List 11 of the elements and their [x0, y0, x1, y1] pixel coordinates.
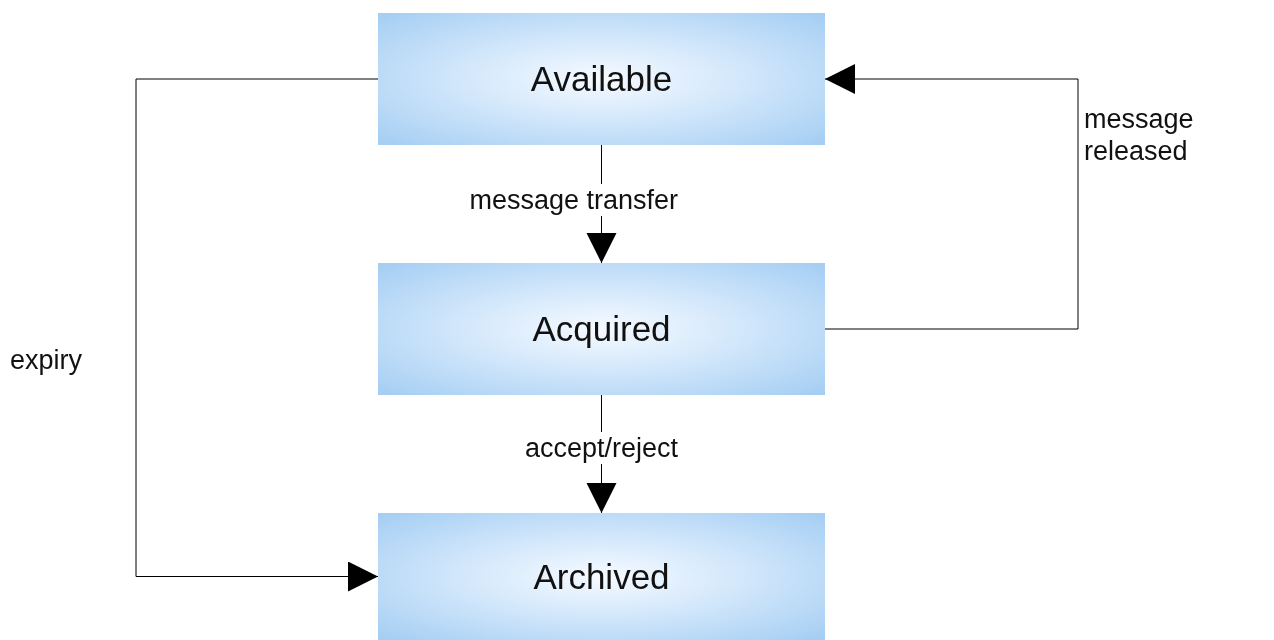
arrow	[135, 78, 379, 592]
state-box	[378, 263, 825, 395]
arrow	[586, 394, 617, 514]
state-label: Archived	[533, 556, 670, 597]
state-box	[378, 13, 825, 145]
edge-label: accept/reject	[524, 432, 678, 465]
arrow	[824, 64, 1079, 330]
edge-label: message transfer	[469, 184, 678, 217]
state-label: Available	[530, 59, 673, 99]
state-label: Acquired	[532, 309, 671, 349]
state-box	[378, 513, 825, 640]
